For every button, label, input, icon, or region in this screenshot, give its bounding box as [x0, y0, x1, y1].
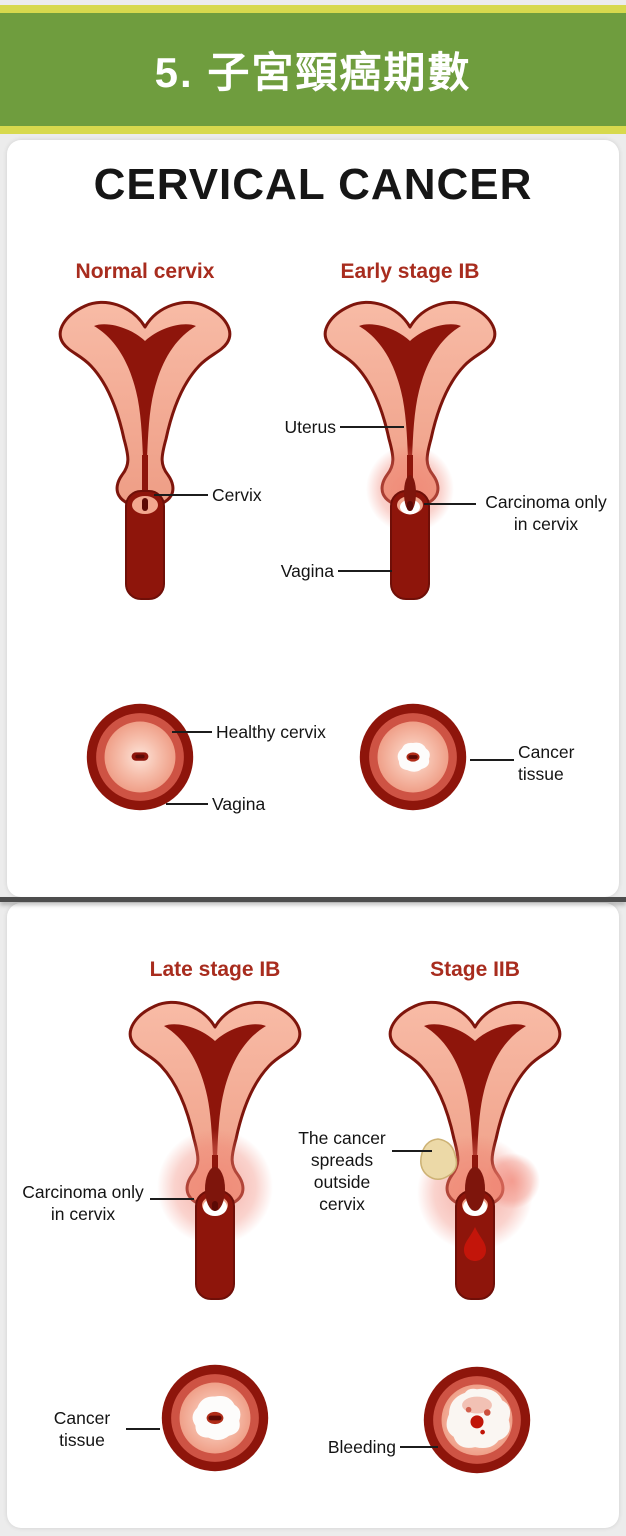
header-banner: 5. 子宮頸癌期數 [0, 5, 626, 134]
leader-line-carcinoma [424, 503, 476, 505]
leader-line-bleeding [400, 1446, 438, 1448]
label-vagina-circle: Vagina [212, 794, 266, 814]
panel-title-normal-cervix: Normal cervix [75, 260, 215, 283]
uterus-early-ib-illustration [323, 300, 497, 600]
leader-line-spread [392, 1150, 432, 1152]
early-cancer-cross-section [359, 703, 467, 811]
leader-line-healthy-cervix [172, 731, 212, 733]
carcinoma [205, 1167, 225, 1211]
panel-title-stage-iib: Stage IIB [430, 958, 520, 981]
cervical-canal [142, 455, 148, 503]
leader-line-cancer-tissue [470, 759, 514, 761]
spread-glow [484, 1153, 540, 1209]
label-carcinoma-only-in-cervix: Carcinoma only in cervix [485, 492, 607, 534]
uterus-late-ib-illustration [128, 1000, 302, 1300]
label-cancer-tissue-2: Cancer tissue [53, 1408, 111, 1450]
label-cancer-tissue: Cancer tissue [518, 742, 575, 784]
spreading-tumor-blob [420, 1138, 458, 1180]
carcinoma [465, 1167, 485, 1211]
late-cancer-cross-section [161, 1364, 269, 1472]
label-vagina: Vagina [280, 561, 334, 581]
carcinoma [404, 475, 416, 511]
leader-line-carcinoma-2 [150, 1198, 194, 1200]
bleeding-cross-section [423, 1366, 531, 1474]
label-bleeding: Bleeding [327, 1437, 396, 1457]
page-title: CERVICAL CANCER [93, 160, 533, 209]
section-divider [0, 897, 626, 902]
uterus-cavity [94, 324, 196, 459]
panel-title-early-stage-ib: Early stage IB [340, 260, 480, 283]
blood-drop [464, 1227, 486, 1261]
label-cancer-spreads-outside: The cancer spreads outside cervix [298, 1128, 386, 1214]
uterus-stage-iib-illustration [388, 1000, 562, 1300]
banner-title: 5. 子宮頸癌期數 [154, 49, 472, 96]
panel-title-late-stage-ib: Late stage IB [149, 958, 281, 981]
healthy-cervix-cross-section [86, 703, 194, 811]
uterus-normal-illustration [58, 300, 232, 600]
leader-line-vagina-circle [166, 803, 208, 805]
os-slit [142, 498, 148, 511]
label-carcinoma-only-in-cervix-2: Carcinoma only in cervix [22, 1182, 144, 1224]
bleeding-spot [470, 1415, 484, 1429]
label-cervix: Cervix [212, 485, 262, 505]
leader-line-vagina [338, 570, 392, 572]
label-uterus: Uterus [284, 417, 336, 437]
leader-line-uterus [340, 426, 404, 428]
leader-line-cervix [154, 494, 208, 496]
leader-line-cancer-tissue-2 [126, 1428, 160, 1430]
label-healthy-cervix: Healthy cervix [216, 722, 326, 742]
vagina-tube [125, 490, 165, 600]
